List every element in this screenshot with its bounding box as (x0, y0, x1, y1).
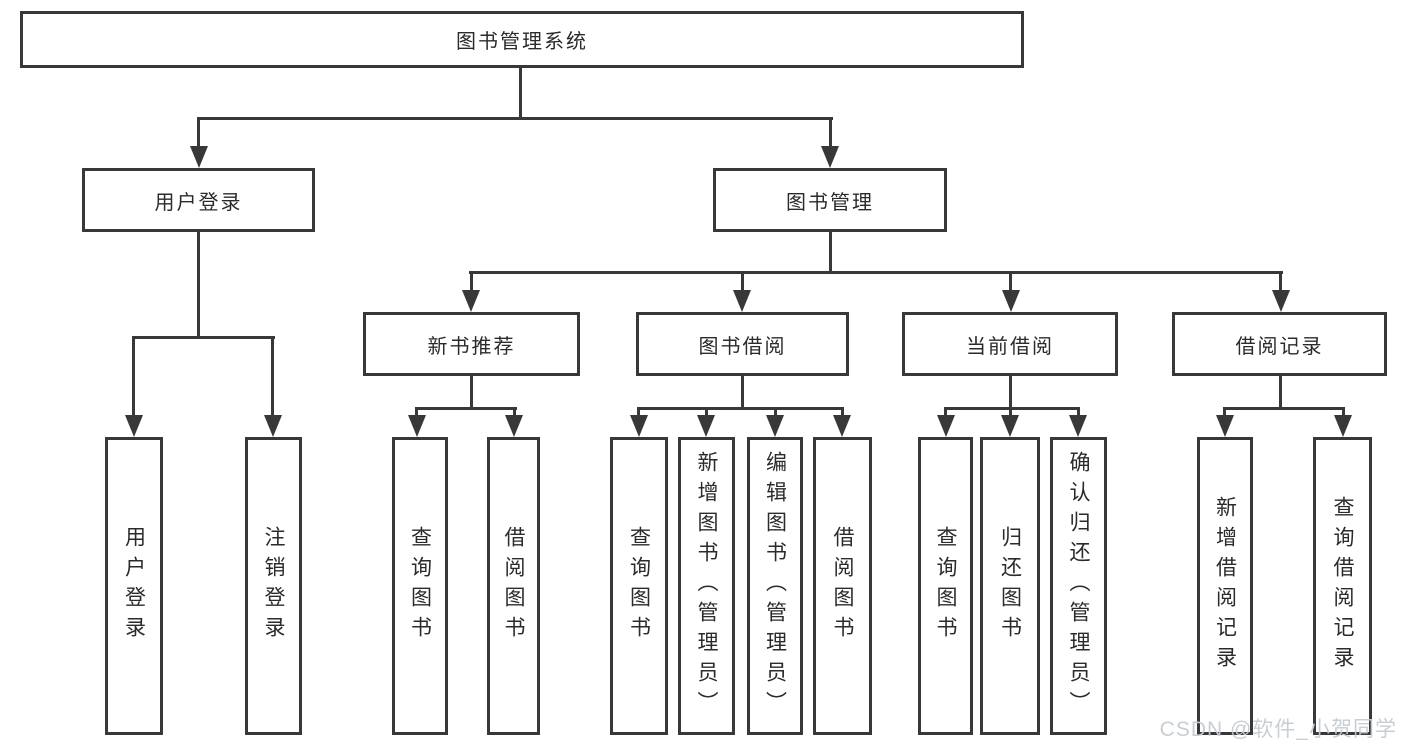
connector-drop-borrow (741, 271, 744, 297)
leaf-label: 归还图书 (998, 526, 1022, 646)
leaf-user-login: 用户登录 (105, 437, 163, 735)
connector-drop-records (1279, 271, 1282, 297)
connector-current-stem (1009, 375, 1012, 410)
connector-borrow-stem (741, 375, 744, 410)
leaf-edit-books-admin: 编辑图书（管理员） (747, 437, 803, 735)
node-book-borrowing: 图书借阅 (636, 312, 849, 376)
node-label: 新书推荐 (427, 335, 516, 358)
connector-drop-user-login (197, 117, 200, 152)
node-label: 当前借阅 (966, 335, 1054, 358)
leaf-return-books: 归还图书 (980, 437, 1040, 735)
connector-borrow-rail (637, 407, 844, 410)
arrow-down-icon (1001, 415, 1019, 437)
node-label: 图书借阅 (698, 335, 787, 358)
leaf-label: 借阅图书 (502, 526, 525, 646)
node-new-book-recommend: 新书推荐 (363, 312, 580, 376)
connector-drop-leaf (841, 407, 844, 419)
leaf-borrow-books-recommend: 借阅图书 (487, 437, 540, 735)
connector-records-stem (1279, 375, 1282, 410)
leaf-label: 用户登录 (122, 526, 146, 646)
connector-root-rail (197, 117, 833, 120)
leaf-logout: 注销登录 (245, 437, 302, 735)
connector-user-login-rail (132, 336, 275, 339)
leaf-label: 借阅图书 (831, 526, 854, 646)
arrow-down-icon (937, 415, 955, 437)
leaf-label: 查询图书 (408, 526, 432, 646)
arrow-down-icon (1069, 415, 1087, 437)
leaf-label: 查询借阅记录 (1331, 496, 1354, 676)
arrow-down-icon (505, 415, 523, 437)
connector-drop-leaf (637, 407, 640, 419)
node-borrowing-records: 借阅记录 (1172, 312, 1387, 376)
arrow-down-icon (630, 415, 648, 437)
arrow-down-icon (462, 290, 480, 312)
arrow-down-icon (733, 290, 751, 312)
connector-new-book-stem (470, 375, 473, 410)
leaf-confirm-return-admin: 确认归还（管理员） (1050, 437, 1107, 735)
arrow-down-icon (125, 415, 143, 437)
connector-current-rail (944, 407, 1080, 410)
connector-drop-leaf (271, 336, 274, 418)
leaf-label: 新增借阅记录 (1213, 496, 1237, 676)
arrow-down-icon (190, 146, 208, 168)
connector-new-book-rail (415, 407, 517, 410)
arrow-down-icon (697, 415, 715, 437)
connector-drop-leaf (1077, 407, 1080, 419)
connector-book-mgmt-stem (829, 232, 832, 274)
connector-drop-current (1009, 271, 1012, 297)
arrow-down-icon (264, 415, 282, 437)
node-book-management: 图书管理 (713, 168, 947, 232)
connector-drop-book-mgmt (829, 117, 832, 152)
arrow-down-icon (766, 415, 784, 437)
connector-drop-leaf (1342, 407, 1345, 419)
leaf-add-borrow-record: 新增借阅记录 (1197, 437, 1253, 735)
csdn-watermark: CSDN @软件_小贺同学 (1159, 718, 1397, 741)
leaf-label: 查询图书 (627, 526, 651, 646)
arrow-down-icon (1334, 415, 1352, 437)
leaf-label: 注销登录 (262, 526, 285, 646)
leaf-label: 编辑图书（管理员） (763, 451, 787, 721)
arrow-down-icon (1216, 415, 1234, 437)
connector-drop-leaf (415, 407, 418, 419)
arrow-down-icon (408, 415, 426, 437)
connector-drop-leaf (1223, 407, 1226, 419)
leaf-query-books-current: 查询图书 (918, 437, 973, 735)
connector-book-mgmt-rail (469, 271, 1283, 274)
leaf-add-books-admin: 新增图书（管理员） (678, 437, 735, 735)
leaf-query-books-borrowing: 查询图书 (610, 437, 668, 735)
connector-drop-leaf (944, 407, 947, 419)
leaf-label: 确认归还（管理员） (1067, 451, 1090, 721)
node-label: 用户登录 (154, 191, 243, 214)
leaf-borrow-books: 借阅图书 (813, 437, 872, 735)
connector-drop-leaf (513, 407, 516, 419)
arrow-down-icon (1272, 290, 1290, 312)
connector-drop-leaf (774, 407, 777, 419)
leaf-query-borrow-record: 查询借阅记录 (1313, 437, 1372, 735)
leaf-query-books-recommend: 查询图书 (392, 437, 448, 735)
connector-drop-leaf (705, 407, 708, 419)
arrow-down-icon (1002, 290, 1020, 312)
connector-user-login-stem (197, 232, 200, 338)
leaf-label: 新增图书（管理员） (695, 451, 718, 721)
node-library-system-root: 图书管理系统 (20, 11, 1024, 68)
connector-root-stem (519, 68, 522, 120)
leaf-label: 查询图书 (934, 526, 957, 646)
arrow-down-icon (821, 146, 839, 168)
arrow-down-icon (833, 415, 851, 437)
connector-drop-leaf (132, 336, 135, 418)
node-current-borrowing: 当前借阅 (902, 312, 1118, 376)
node-label: 借阅记录 (1235, 335, 1324, 358)
connector-drop-new-book (470, 271, 473, 297)
node-label: 图书管理 (786, 191, 874, 214)
node-user-login: 用户登录 (82, 168, 315, 232)
connector-drop-leaf (1009, 407, 1012, 419)
connector-records-rail (1223, 407, 1345, 410)
node-label: 图书管理系统 (456, 31, 588, 53)
